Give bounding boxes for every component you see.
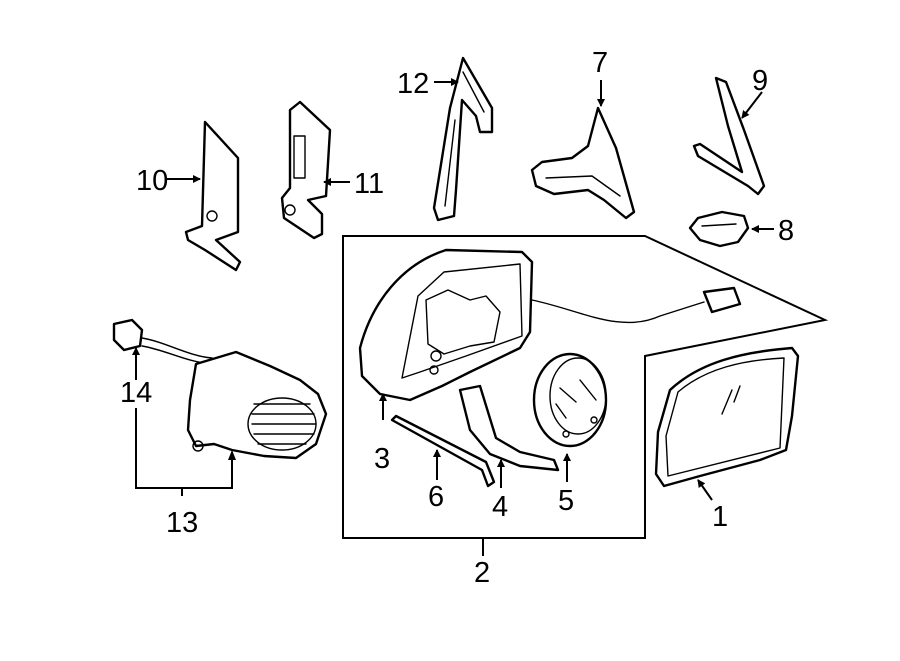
callout-1: 1 xyxy=(712,501,728,533)
part-13-14-motor-assembly xyxy=(112,318,328,460)
callout-labels: 10 11 12 7 9 8 14 13 3 6 4 5 1 2 xyxy=(120,47,794,589)
part-6-strip xyxy=(390,414,496,488)
part-4-bracket xyxy=(458,384,560,472)
callout-3: 3 xyxy=(374,443,390,475)
callout-11: 11 xyxy=(354,168,384,200)
callout-10: 10 xyxy=(136,165,168,197)
callout-7: 7 xyxy=(592,47,608,79)
part-12-trim-seal xyxy=(432,56,494,222)
part-10-bracket xyxy=(184,120,242,272)
part-11-cover xyxy=(280,100,332,240)
callout-14: 14 xyxy=(120,377,152,409)
callout-12: 12 xyxy=(397,68,429,100)
callout-5: 5 xyxy=(558,485,574,517)
part-9-seal-strip xyxy=(692,76,766,196)
part-2-housing xyxy=(358,248,742,402)
assembly-frame xyxy=(342,235,829,556)
callout-8: 8 xyxy=(778,215,794,247)
part-1-mirror-glass xyxy=(654,346,800,488)
leader-lines xyxy=(132,78,774,501)
callout-2: 2 xyxy=(474,557,490,589)
callout-6: 6 xyxy=(428,481,444,513)
part-5-actuator xyxy=(532,352,608,448)
callout-9: 9 xyxy=(752,65,768,97)
callout-4: 4 xyxy=(492,491,508,523)
part-7-sail-cover xyxy=(530,106,636,220)
callout-13: 13 xyxy=(166,507,198,539)
part-8-lamp xyxy=(688,210,750,248)
